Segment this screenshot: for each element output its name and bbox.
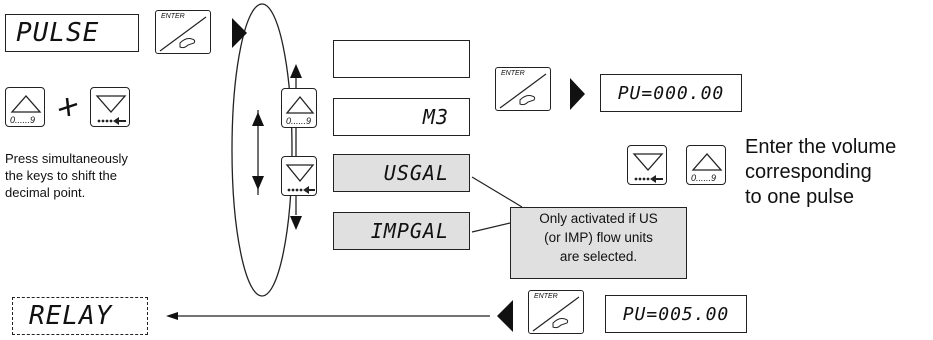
pu-zero-display: PU=000.00 [600,74,742,112]
pu-five-display: PU=005.00 [605,295,747,333]
enter-key-label: ENTER [501,70,525,77]
arrow-after-pulse [232,18,247,48]
pulse-display-text: PULSE [16,18,100,48]
down-shift-icon [632,153,664,183]
up-triangle-icon [691,153,723,171]
units-note: Only activated if US (or IMP) flow units… [510,207,687,279]
help-line-3: decimal point. [5,185,86,200]
note-line-3: are selected. [559,249,638,264]
relay-display: RELAY [12,297,148,335]
down-key-middle[interactable] [281,156,317,196]
hand-press-icon [159,16,207,52]
help-line-2: the keys to shift the [5,168,118,183]
up-key-range: 0......9 [286,116,312,126]
help-line-1: Press simultaneously [5,151,128,166]
impgal-display: IMPGAL [333,212,470,250]
volume-line-3: to one pulse [745,186,854,208]
up-key-range: 0......9 [10,115,36,125]
up-key-middle[interactable]: 0......9 [281,88,317,128]
up-triangle-icon [10,95,42,113]
decimal-help-text: Press simultaneously the keys to shift t… [5,150,128,201]
impgal-display-text: IMPGAL [370,219,449,243]
up-key-range: 0......9 [691,173,717,183]
volume-line-2: corresponding [745,161,872,183]
down-shift-icon [285,164,315,194]
pu-five-text: PU=005.00 [622,303,730,325]
down-shift-icon [95,95,127,125]
hand-press-icon [532,296,580,332]
blank-display [333,40,470,78]
up-key-right[interactable]: 0......9 [686,145,726,185]
volume-help-text: Enter the volume corresponding to one pu… [745,135,896,210]
up-arrow-left [252,112,264,126]
note-line-1: Only activated if US [539,211,658,226]
selection-loop [231,3,293,297]
enter-key-top[interactable]: ENTER [155,10,211,54]
arrow-after-enter [570,78,585,110]
down-key-right[interactable] [627,145,667,185]
plus-icon [58,97,78,117]
note-line-2: (or IMP) flow units [544,230,653,245]
enter-key-label: ENTER [161,13,185,20]
up-arrow-right [290,64,302,78]
up-key-left[interactable]: 0......9 [5,87,45,127]
relay-display-text: RELAY [29,301,113,331]
hand-press-icon [499,73,547,109]
volume-line-1: Enter the volume [745,136,897,158]
up-triangle-icon [285,95,315,114]
enter-key-label: ENTER [534,293,558,300]
arrow-before-enter [497,300,513,332]
down-key-left[interactable] [90,87,130,127]
down-arrow-right [290,216,302,230]
enter-key-bottom[interactable]: ENTER [528,290,584,334]
usgal-display: USGAL [333,154,470,192]
down-arrow-left [252,176,264,190]
usgal-display-text: USGAL [383,161,449,185]
m3-display-text: M3 [422,105,449,129]
pulse-display: PULSE [5,14,139,52]
enter-key-right[interactable]: ENTER [495,67,551,111]
pu-zero-text: PU=000.00 [617,82,725,104]
arrow-to-relay [166,312,178,320]
m3-display: M3 [333,98,470,136]
